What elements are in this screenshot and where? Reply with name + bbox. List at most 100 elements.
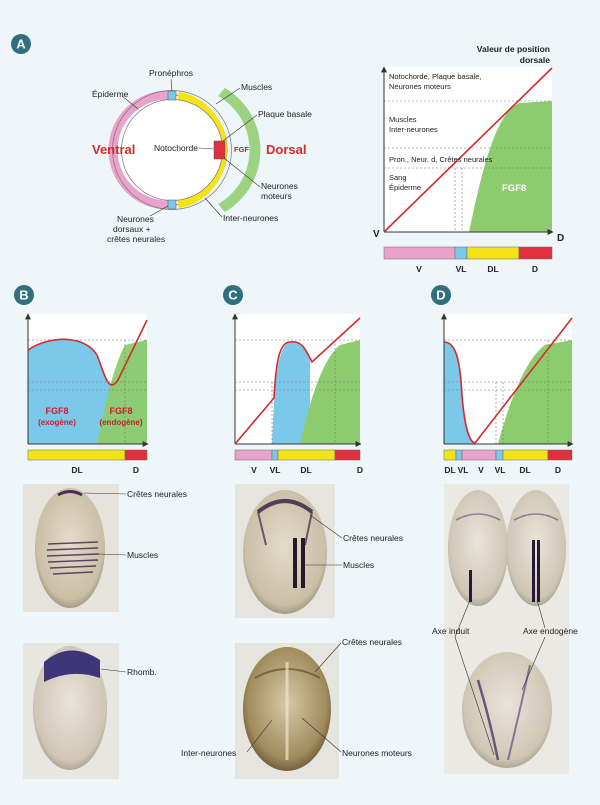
photo-d-left-stain-top [455,513,501,521]
b1-label-cretes: Crêtes neurales [127,489,187,499]
neurones-dorsaux-label-1: Neurones [117,214,154,224]
b-position-curve [27,319,148,386]
band2-label-1: Muscles [389,115,417,124]
b-fgf8-exo-1: FGF8 [45,406,68,416]
photo-d-endogenous-axis-stain-1 [532,540,535,602]
axis-d: D [557,233,564,244]
dorsal-label: Dorsal [266,142,306,157]
neurones-dorsaux-label-3: crêtes neurales [107,234,165,244]
b2-leader-rhomb [100,668,127,673]
b1-leader-muscles [98,553,127,556]
d-position-curve [443,317,573,444]
panel-a-graph: Valeur de position dorsale Notochorde, P… [373,44,564,274]
band4-label-2: Épiderme [389,183,421,192]
bar-d-label-dl-right: DL [519,465,530,475]
bar-c-label-v: V [251,465,257,475]
photo-d-induced-axis-stain [469,570,472,602]
pronephros-tile-bottom [167,199,177,210]
bar-d-v [461,449,497,461]
epiderme-leader [121,95,139,110]
bar-c-v [234,449,273,461]
pronephros-leader [170,78,173,92]
axis-v: V [373,229,380,240]
panel-c-badge [223,285,243,305]
position-diagonal [383,67,553,233]
graph-y-title-2: dorsale [520,55,551,65]
fgf-label: FGF [234,145,249,154]
bar-c-label-vl: VL [270,465,281,475]
plaque-basale-label: Plaque basale [258,109,312,119]
b-fgf8-exo-2: (exogène) [38,418,76,427]
bar-d-label-dl-left: DL [444,465,455,475]
bar-a-dl [466,246,520,260]
photo-b1-embryo [35,488,105,608]
bar-d-d [547,449,573,461]
graph-y-title-1: Valeur de position [477,44,550,54]
photo-c1-crest-stain [256,499,314,514]
panel-b-badge [14,285,34,305]
c2-leader-cretes [314,642,342,673]
bar-d-label-v: V [478,465,484,475]
notochord-block [213,140,226,160]
photo-b2-rhomb-stain [44,650,100,682]
c2-label-cretes: Crêtes neurales [342,637,402,647]
bar-a-label-v: V [416,264,422,274]
panel-b: B FGF8 (exogène) FGF8 (endogène) DL D [14,285,187,779]
plaque-basale-leader [222,114,258,142]
fgf8-endogenous-area [97,340,147,444]
bar-b-label-dl: DL [71,465,82,475]
bar-b-label-d: D [133,465,139,475]
panel-b-letter: B [19,288,28,303]
bar-a-vl [454,246,468,260]
embryo-cross-section [108,88,261,212]
panel-d: D DL VL V VL DL D Ax [431,285,578,774]
band1-label-2: Neurones moteurs [389,82,451,91]
bar-d-vl-left [455,449,463,461]
photo-d-bottom-induced-axis [476,679,500,761]
d-label-axe-endogene: Axe endogène [523,626,578,636]
neurones-moteurs-label-1: Neurones [261,181,298,191]
bar-d-label-vl-right: VL [495,465,506,475]
photo-d-endogenous-axis-stain-2 [537,540,540,602]
band1-label-1: Notochorde, Plaque basale, [389,72,482,81]
neurones-moteurs-leader [223,157,261,188]
bar-b-d [124,449,148,461]
d-leader-endo-top [536,599,546,629]
d-leader-induit-bottom [454,636,495,756]
c2-label-inter: Inter-neurones [181,748,236,758]
fgf8-label: FGF8 [502,183,526,194]
ventral-label: Ventral [92,142,135,157]
bar-d-dl-left [443,449,457,461]
pronephros-label: Pronéphros [149,68,193,78]
b-fgf8-endo-1: FGF8 [109,406,132,416]
b1-leader-cretes [83,492,127,495]
photo-b1-neural-crest-stain [57,490,83,497]
photo-d-right-stain-top [513,513,559,521]
panel-d-letter: D [436,288,445,303]
c1-leader-cretes [309,514,343,539]
panel-c: C V VL DL D Crêtes neurales Muscles [181,285,412,779]
bar-a-d [518,246,553,260]
band4-label-1: Sang [389,173,407,182]
photo-d-bottom-endogenous-axis [507,664,531,761]
photo-d-embryo-bottom [462,652,552,768]
bar-c-label-d: D [357,465,363,475]
bar-c-dl [277,449,336,461]
bar-d-label-d: D [555,465,561,475]
photo-b1-muscle-stain [46,541,100,575]
c-fgf8-endogenous-area [300,340,360,444]
inter-neurones-label: Inter-neurones [223,213,278,223]
c-fgf8-exogenous-area [272,341,310,444]
photo-c1-muscle-stain-1 [293,538,297,588]
bar-d-vl-right [495,449,504,461]
band3-label: Pron., Neur. d, Crêtes neurales [389,155,493,164]
photo-d-embryo-right [506,490,566,606]
c2-label-moteurs: Neurones moteurs [342,748,412,758]
bar-a-v [383,246,456,260]
d-fgf8-exogenous-area [444,342,474,444]
photo-c1-crest-stain-sides [257,511,313,546]
photo-c1-embryo [243,490,327,614]
panel-c-letter: C [228,288,238,303]
d-leader-induit-top [454,599,471,638]
